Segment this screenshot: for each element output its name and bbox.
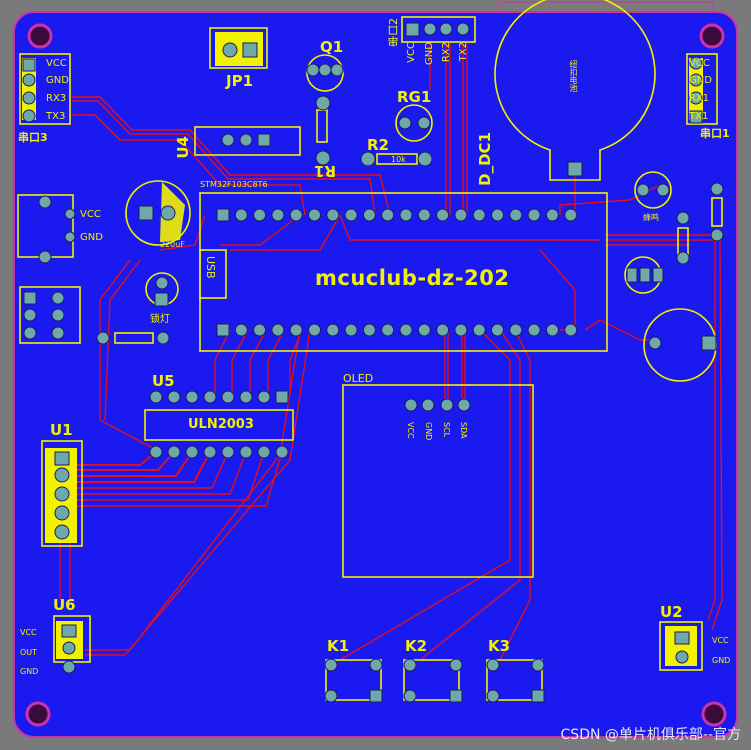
- dc-pin-vcc: VCC: [80, 209, 101, 220]
- k1-label: K1: [327, 637, 350, 655]
- mcu-header-pad: [436, 323, 450, 337]
- mcu-header-pad: [253, 208, 267, 222]
- mcu-header-pad: [271, 323, 285, 337]
- u4-label: U4: [174, 136, 192, 159]
- mcu-header-pad: [545, 323, 559, 337]
- oled-pin-gnd: GND: [424, 422, 433, 441]
- r2-label: R2: [367, 136, 389, 154]
- serial3-pin-1: VCC: [46, 58, 67, 69]
- serial1-pin-4: TX1: [689, 111, 709, 122]
- oled-pin-scl: SCL: [442, 422, 451, 438]
- mounting-holes: [25, 23, 727, 727]
- serial2-pin-3: RX2: [441, 42, 452, 63]
- mcu-header-pad: [472, 208, 486, 222]
- mcu-part-label: STM32F103C8T6: [200, 180, 268, 189]
- serial2-pin-4: TX2: [458, 42, 469, 62]
- battery-label: 纽扣电池: [569, 60, 578, 92]
- mcu-header-pad: [472, 323, 486, 337]
- mcu-header-pad: [417, 208, 431, 222]
- mcu-header-pad: [399, 208, 413, 222]
- mcu-header-pad: [454, 323, 468, 337]
- mcu-header-pad: [527, 208, 541, 222]
- mcu-header-pad: [417, 323, 431, 337]
- usb-label: USB: [204, 256, 217, 279]
- mcu-header-pad: [253, 323, 267, 337]
- serial1-pin-3: RX1: [689, 93, 710, 104]
- r2-value: 10k: [391, 155, 406, 164]
- mcu-header-pad: [564, 323, 578, 337]
- buzzer-label: 蜂鸣: [643, 213, 659, 222]
- u2-label: U2: [660, 603, 683, 621]
- mcu-header-pad: [326, 323, 340, 337]
- mcu-header-pad: [308, 208, 321, 222]
- uln2003-label: ULN2003: [188, 417, 254, 432]
- mcu-header-pad: [362, 208, 376, 222]
- r1-label: R1: [314, 162, 336, 180]
- serial2-label: 串口2: [387, 18, 400, 47]
- k3-label: K3: [488, 637, 511, 655]
- oled-pin-vcc: VCC: [406, 422, 415, 439]
- mcu-header-pad: [381, 208, 395, 222]
- jp1-label: JP1: [226, 72, 254, 90]
- q1-label: Q1: [320, 38, 344, 56]
- mcu-header-pad: [234, 208, 248, 222]
- mcu-header-pad: [271, 208, 285, 222]
- mcu-header-pad: [381, 323, 395, 337]
- serial2-pin-2: GND: [424, 42, 435, 65]
- u6-pin-gnd: GND: [20, 667, 39, 676]
- mcu-header-pad: [545, 208, 559, 222]
- serial3-label: 串口3: [18, 131, 48, 144]
- serial2-pin-1: VCC: [406, 42, 417, 63]
- u2-pin-gnd: GND: [712, 656, 731, 665]
- mcu-header-pad: [491, 323, 504, 337]
- mcu-header-pad: [564, 208, 578, 222]
- mcu-header-pad: [509, 208, 523, 222]
- u6-label: U6: [53, 596, 76, 614]
- serial3-pin-2: GND: [46, 75, 69, 86]
- serial1-pin-2: GND: [689, 75, 712, 86]
- mcu-header-pad: [509, 323, 523, 337]
- dc-pin-gnd: GND: [80, 232, 103, 243]
- u1-label: U1: [50, 421, 73, 439]
- pads: [22, 22, 724, 703]
- mcu-header-pad: [344, 323, 358, 337]
- k2-label: K2: [405, 637, 428, 655]
- mcu-header-pad: [491, 208, 504, 222]
- mcu-header-pad: [362, 323, 376, 337]
- mcu-header-pad: [216, 208, 230, 222]
- u6-pin-out: OUT: [20, 648, 38, 657]
- board-edge-marker: [497, 1, 714, 13]
- mcu-header-pad: [399, 323, 413, 337]
- serial1-pin-1: VCC: [689, 58, 710, 69]
- mcu-header-pad: [216, 323, 230, 337]
- u5-label: U5: [152, 372, 175, 390]
- u6-pin-vcc: VCC: [20, 628, 37, 637]
- mcu-header-pad: [527, 323, 541, 337]
- cap-value: 220uF: [160, 240, 185, 249]
- oled-pin-sda: SDA: [459, 422, 468, 439]
- mcu-header-pad: [289, 208, 303, 222]
- oled-label: OLED: [343, 372, 374, 385]
- u2-pin-vcc: VCC: [712, 636, 729, 645]
- serial3-pin-3: RX3: [46, 93, 67, 104]
- csdn-watermark: CSDN @单片机俱乐部--官方: [560, 727, 741, 743]
- mcu-header-pad: [234, 323, 248, 337]
- serial3-pin-4: TX3: [46, 111, 66, 122]
- mcu-header-pad: [308, 323, 321, 337]
- lock-led-label: 锁灯: [150, 314, 170, 325]
- mcu-header-pad: [289, 323, 303, 337]
- serial1-label: 串口1: [700, 127, 730, 140]
- mcu-header-pad: [326, 208, 340, 222]
- mcu-header-pad: [436, 208, 450, 222]
- mcu-header-pad: [344, 208, 358, 222]
- board-title: mcuclub-dz-202: [315, 266, 510, 290]
- d-dc1-label: D_DC1: [476, 132, 494, 186]
- mcu-header-pad: [454, 208, 468, 222]
- rg1-label: RG1: [397, 88, 432, 106]
